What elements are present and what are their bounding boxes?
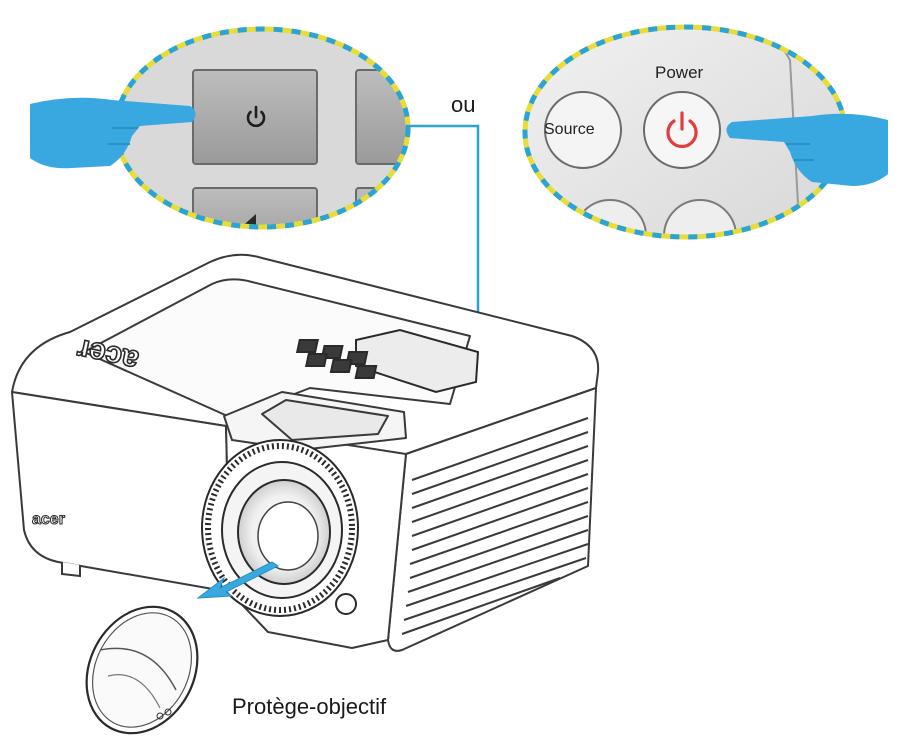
or-label: ou xyxy=(451,92,476,117)
remote-callout xyxy=(522,24,888,240)
keypad-callout xyxy=(30,26,411,230)
projector xyxy=(11,253,600,652)
power-label: Power xyxy=(655,63,704,82)
projector-side xyxy=(387,387,597,652)
power-icon xyxy=(246,105,266,128)
remote-source-button xyxy=(544,91,622,169)
lens-cap xyxy=(85,605,199,735)
projector-vents xyxy=(401,417,589,635)
projector-keypad xyxy=(295,328,480,394)
leader-line xyxy=(406,124,480,352)
source-label: Source xyxy=(544,121,595,138)
projector-lens xyxy=(201,439,359,617)
arrow-icon xyxy=(196,561,279,599)
lens-cap-label: Protège-objectif xyxy=(232,694,387,719)
pointing-hand-icon xyxy=(726,113,888,186)
keypad-adjacent-key xyxy=(355,69,408,165)
power-icon xyxy=(666,111,698,149)
pointing-hand-icon xyxy=(30,97,196,169)
projector-front xyxy=(11,391,231,593)
projector-brand-front: acer xyxy=(32,511,65,528)
